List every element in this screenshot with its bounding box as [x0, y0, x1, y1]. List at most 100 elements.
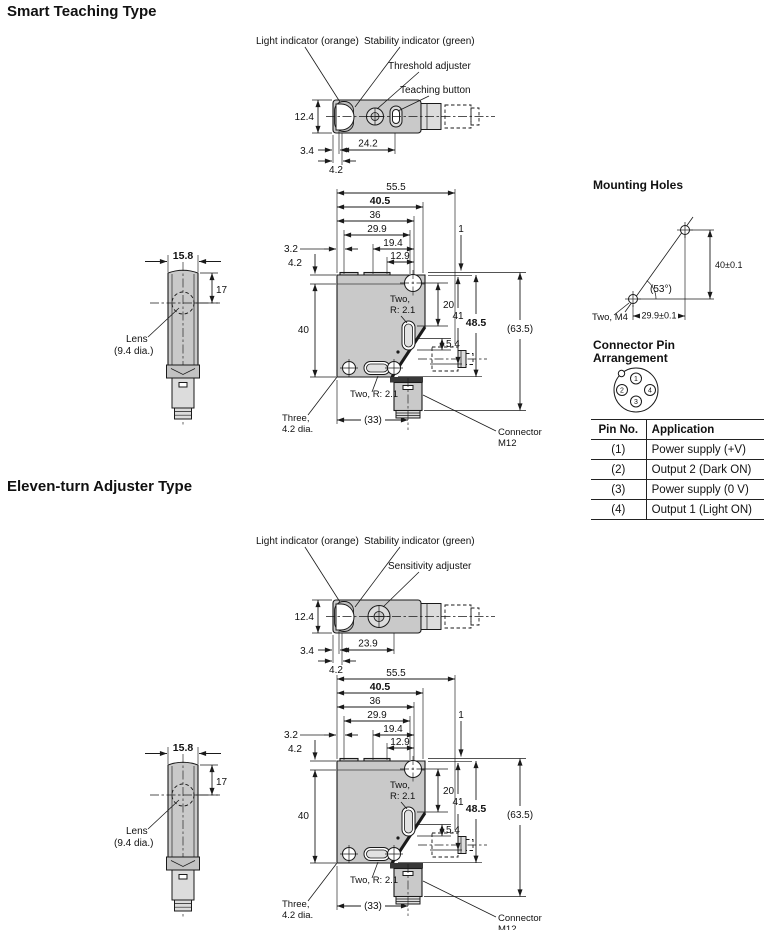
top-view-drawing-smart: Light indicator (orange) Stability indic… — [256, 36, 495, 176]
pin-table-header: Pin No. Application — [591, 419, 764, 440]
pin-table-col1-header: Pin No. — [591, 419, 647, 440]
dim-36: 36 — [369, 210, 381, 221]
mounting-holes-title: Mounting Holes — [593, 178, 683, 192]
light-indicator-lens — [335, 603, 355, 631]
label-lens-dia: (9.4 dia.) — [114, 346, 153, 357]
dim-5-4: 5.4 — [446, 825, 460, 836]
front-view-ext-lines — [310, 189, 526, 424]
lens-circle — [171, 783, 195, 807]
pin-no-1: (1) — [591, 439, 647, 460]
dim-4-2: 4.2 — [288, 258, 302, 269]
label-two-r21-top-2: R: 2.1 — [390, 791, 415, 802]
side-view-drawing-eleven-turn: 15.8 17 Lens (9.4 dia.) — [114, 742, 228, 918]
dim-40: 40 — [298, 325, 310, 336]
label-light-indicator: Light indicator (orange) — [256, 536, 359, 547]
pin-4: 4 — [648, 388, 652, 395]
pin-no-4: (4) — [591, 499, 647, 520]
dim-15-8: 15.8 — [173, 250, 194, 262]
pin-3: 3 — [634, 399, 638, 406]
pin-no-2: (2) — [591, 459, 647, 480]
dim-angle-53: (53°) — [650, 284, 672, 295]
connector-pin-title-line2: Arrangement — [593, 351, 668, 365]
front-view-drawing-eleven-turn: 55.5 40.5 36 29.9 3.2 19.4 4.2 12.9 40 1… — [282, 668, 542, 930]
label-stability-indicator: Stability indicator (green) — [364, 536, 475, 547]
dim-15-8: 15.8 — [173, 742, 194, 754]
table-row: (4) Output 1 (Light ON) — [591, 499, 764, 520]
front-view-labels: Two, R: 2.1 Two, R: 2.1 Three, 4.2 dia. … — [282, 294, 542, 449]
dim-48-5: 48.5 — [466, 317, 487, 329]
front-view-body — [336, 270, 487, 430]
pin-arrangement-diagram: 1 2 4 3 — [613, 367, 659, 413]
dim-33: (33) — [364, 415, 382, 426]
dim-19-4: 19.4 — [383, 238, 403, 249]
label-lens-dia: (9.4 dia.) — [114, 838, 153, 849]
dim-40-0-1: 40±0.1 — [715, 260, 742, 270]
dim-40-5: 40.5 — [370, 681, 391, 693]
dim-3-2: 3.2 — [284, 244, 298, 255]
pin-table-col2-header: Application — [645, 419, 764, 440]
label-three-holes-1: Three, — [282, 413, 309, 424]
dim-33: (33) — [364, 901, 382, 912]
label-three-holes-1: Three, — [282, 899, 309, 910]
label-two-r21-bottom: Two, R: 2.1 — [350, 875, 398, 886]
top-view-body — [326, 599, 495, 634]
dim-4-2: 4.2 — [329, 665, 343, 676]
top-view-body — [326, 99, 495, 134]
side-view-body — [150, 754, 220, 918]
side-view-body — [150, 262, 220, 426]
label-lens: Lens — [126, 826, 148, 837]
label-two-r21-top-1: Two, — [390, 294, 410, 305]
mounting-holes-drawing: (53°) 40±0.1 29.9±0.1 Two, M4 — [592, 216, 742, 323]
dim-63-5: (63.5) — [507, 324, 533, 335]
label-two-m4: Two, M4 — [592, 312, 628, 323]
section-title-smart-teaching: Smart Teaching Type — [7, 3, 157, 20]
label-three-holes-2: 4.2 dia. — [282, 910, 313, 921]
label-teaching-button: Teaching button — [400, 85, 471, 96]
label-connector-m12-1: Connector — [498, 913, 542, 924]
lens-circle — [171, 291, 195, 315]
connector-pin-title: Connector Pin Arrangement — [593, 339, 675, 365]
table-row: (1) Power supply (+V) — [591, 439, 764, 460]
pin-app-4: Output 1 (Light ON) — [645, 499, 764, 520]
dim-40: 40 — [298, 811, 310, 822]
side-view-dimensions: 15.8 17 Lens (9.4 dia.) — [114, 250, 228, 357]
top-view-dimensions: 12.4 3.4 23.9 4.2 — [295, 599, 395, 676]
mounting-holes-geometry: (53°) 40±0.1 29.9±0.1 Two, M4 — [592, 216, 742, 323]
dim-20: 20 — [443, 300, 455, 311]
light-indicator-lens — [335, 103, 355, 131]
label-connector-m12-2: M12 — [498, 438, 516, 449]
front-view-dimensions: 55.5 40.5 36 29.9 3.2 19.4 4.2 12.9 40 1… — [284, 668, 533, 912]
side-view-drawing-smart: 15.8 17 Lens (9.4 dia.) — [114, 250, 228, 426]
label-sensitivity-adjuster: Sensitivity adjuster — [388, 561, 472, 572]
dim-12-9: 12.9 — [390, 737, 410, 748]
dim-29-9: 29.9 — [367, 224, 387, 235]
dim-48-5: 48.5 — [466, 803, 487, 815]
keying-notch — [617, 369, 626, 378]
pin-app-3: Power supply (0 V) — [645, 479, 764, 500]
pin-app-1: Power supply (+V) — [645, 439, 764, 460]
table-row: (3) Power supply (0 V) — [591, 479, 764, 500]
dim-29-9-0-1: 29.9±0.1 — [642, 311, 677, 321]
front-view-drawing-smart: 55.5 40.5 36 29.9 3.2 19.4 4.2 12.9 40 1… — [282, 182, 542, 449]
dim-41: 41 — [452, 311, 464, 322]
dim-1: 1 — [458, 224, 464, 235]
dim-4-2: 4.2 — [329, 165, 343, 176]
dim-23-9: 23.9 — [358, 639, 378, 650]
label-two-r21-top-1: Two, — [390, 780, 410, 791]
front-view-labels: Two, R: 2.1 Two, R: 2.1 Three, 4.2 dia. … — [282, 780, 542, 930]
front-view-dimensions: 55.5 40.5 36 29.9 3.2 19.4 4.2 12.9 40 1… — [284, 182, 533, 426]
label-connector-m12-1: Connector — [498, 427, 542, 438]
table-row: (2) Output 2 (Dark ON) — [591, 459, 764, 480]
label-three-holes-2: 4.2 dia. — [282, 424, 313, 435]
dim-55-5: 55.5 — [386, 668, 406, 679]
pin-2: 2 — [620, 388, 624, 395]
dim-24-2: 24.2 — [358, 139, 378, 150]
dim-17: 17 — [216, 777, 228, 788]
pin-table: Pin No. Application (1) Power supply (+V… — [591, 419, 764, 520]
pin-circle: 1 2 4 3 — [613, 367, 659, 413]
pin-no-3: (3) — [591, 479, 647, 500]
dim-3-2: 3.2 — [284, 730, 298, 741]
label-two-r21-top-2: R: 2.1 — [390, 305, 415, 316]
top-view-labels: Light indicator (orange) Stability indic… — [256, 36, 475, 112]
